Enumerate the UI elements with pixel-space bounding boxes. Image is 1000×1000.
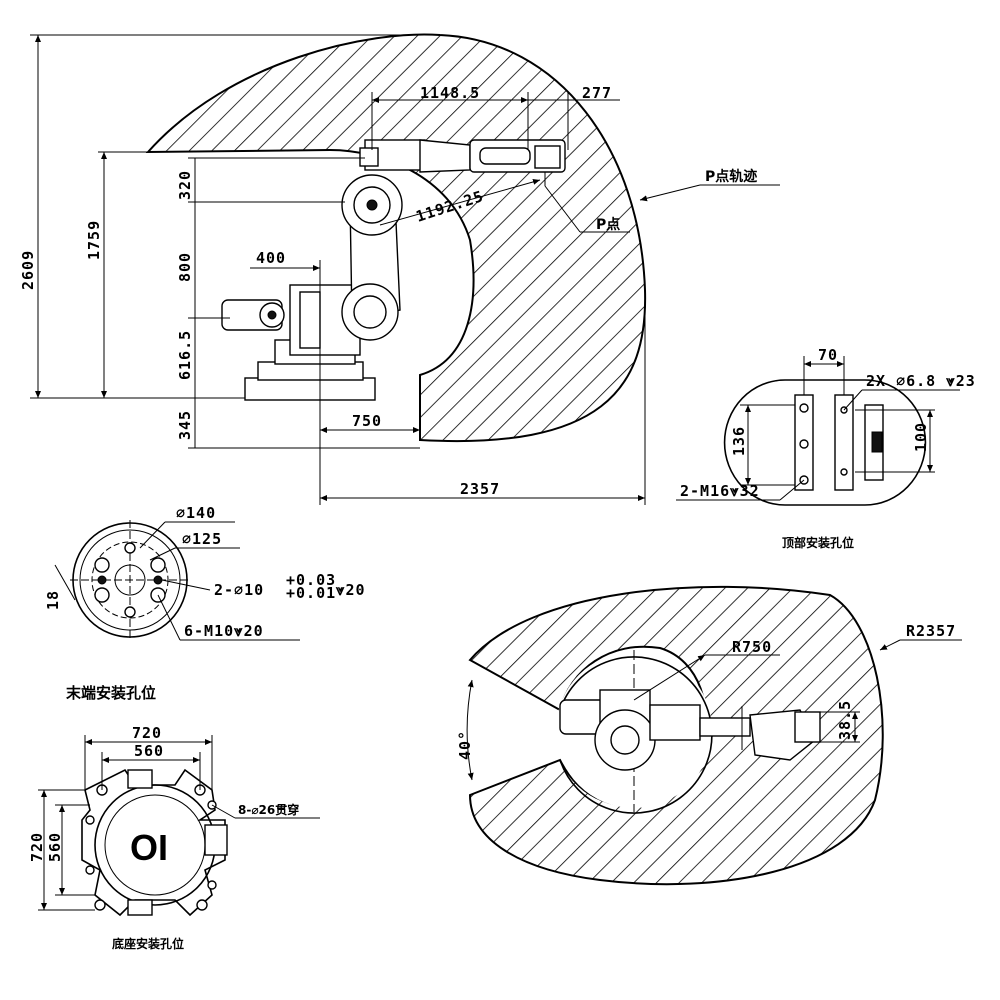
dim-1148-5: 1148.5: [420, 84, 480, 102]
work-envelope-plan: [468, 585, 884, 886]
label-p-trajectory: P点轨迹: [705, 168, 757, 185]
dim-w720: 720: [132, 724, 162, 742]
robot-plan-body: [559, 689, 821, 771]
dim-holes-small: 2X ⌀6.8 ⩔23: [866, 372, 976, 390]
dim-400: 400: [256, 249, 286, 267]
dim-1759: 1759: [85, 220, 103, 260]
dim-136: 136: [730, 426, 748, 456]
end-mount-title: 末端安装孔位: [66, 684, 156, 702]
dim-d125: ⌀125: [182, 530, 222, 548]
dim-2609: 2609: [19, 250, 37, 290]
dim-2357: 2357: [460, 480, 500, 498]
dim-616-5: 616.5: [176, 330, 194, 380]
dim-side-18: 18: [44, 590, 62, 610]
plan-view: R750 R2357 40° 38.5: [456, 585, 962, 886]
dim-277: 277: [582, 84, 612, 102]
work-envelope-side: [145, 33, 647, 443]
top-mount-title: 顶部安装孔位: [782, 535, 854, 550]
dim-h560: 560: [46, 832, 64, 862]
dim-angle: 40°: [456, 730, 474, 760]
dim-800: 800: [176, 252, 194, 282]
dim-pin-holes: 2-⌀10: [214, 581, 264, 599]
dim-r2357: R2357: [906, 622, 956, 640]
dim-tol-lower: +0.01: [286, 584, 336, 602]
m10-holes: [94, 542, 166, 618]
dim-h720: 720: [28, 832, 46, 862]
side-view: 2609 1759 320 800 616.5 345 1148.5 277: [19, 33, 780, 505]
dim-holes-26: 8-⌀26贯穿: [238, 802, 299, 817]
end-mount-detail: ⌀140 ⌀125 2-⌀10 +0.03 +0.01 ⩔20 6-M10⩔20…: [44, 504, 366, 702]
dim-r750: R750: [732, 638, 772, 656]
dim-38-5: 38.5: [836, 700, 854, 740]
dim-100: 100: [912, 422, 930, 452]
dim-m10-holes: 6-M10⩔20: [184, 622, 264, 640]
robot-side-body: [221, 139, 566, 401]
dim-70: 70: [818, 346, 838, 364]
dim-320: 320: [176, 170, 194, 200]
label-p-point: P点: [596, 216, 620, 233]
dim-m16: 2-M16⩔32: [680, 482, 760, 500]
dim-tol-upper: +0.03: [286, 571, 336, 589]
base-logo: OI: [130, 827, 168, 868]
dim-w560: 560: [134, 742, 164, 760]
dim-d140: ⌀140: [176, 504, 216, 522]
dim-depth-20: ⩔20: [335, 581, 366, 599]
base-mount-detail: OI 720 560 720 560 8-⌀26贯穿 底座安装孔位: [28, 724, 320, 951]
dim-345: 345: [176, 410, 194, 440]
base-mount-title: 底座安装孔位: [112, 936, 184, 951]
dim-750: 750: [352, 412, 382, 430]
top-mount-detail: 70 136 100 2X ⌀6.8 ⩔23 2-M16⩔32 顶部安装孔位: [676, 346, 976, 550]
